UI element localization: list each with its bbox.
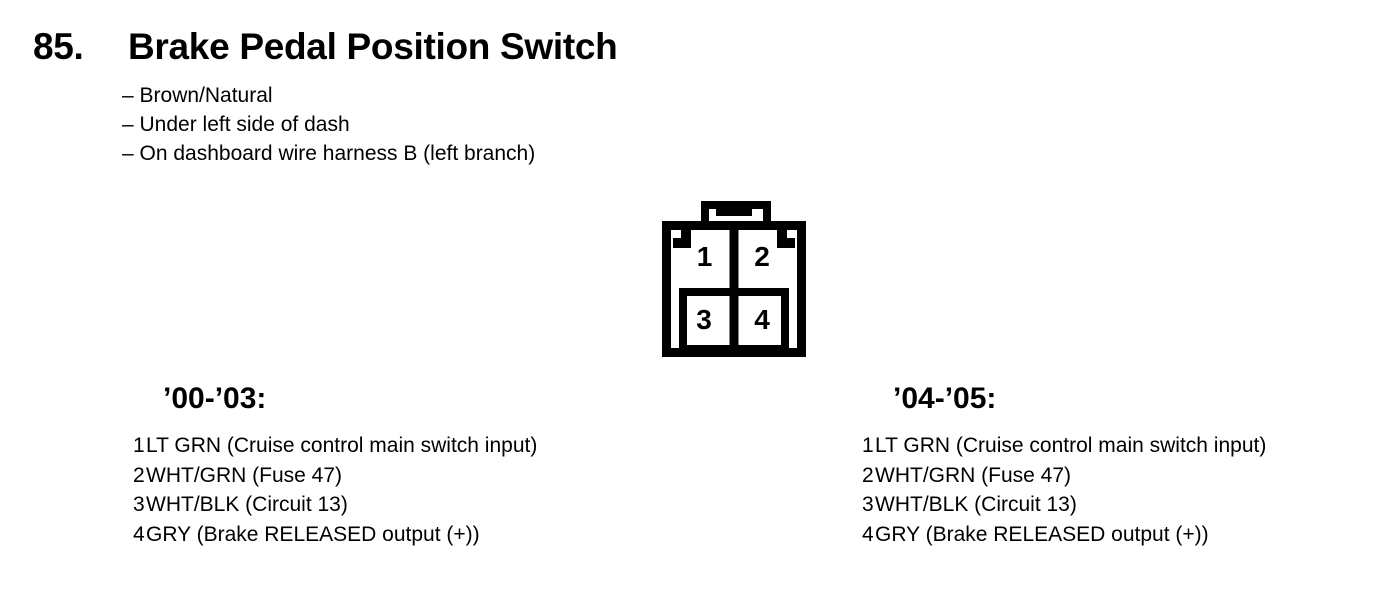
pin-number: 3 <box>133 493 145 516</box>
pinout-header-04-05: ’04-’05: <box>893 382 997 415</box>
pin-label-2: 2 <box>754 241 770 272</box>
pin-row: 4 GRY (Brake RELEASED output (+)) <box>133 520 537 550</box>
pin-row: 2 WHT/GRN (Fuse 47) <box>133 461 537 491</box>
connector-key-left <box>673 226 691 248</box>
pin-row: 4 GRY (Brake RELEASED output (+)) <box>862 520 1266 550</box>
page-title: Brake Pedal Position Switch <box>128 26 618 67</box>
pin-row: 3 WHT/BLK (Circuit 13) <box>862 490 1266 520</box>
pin-description: GRY (Brake RELEASED output (+)) <box>875 522 1209 546</box>
pin-number: 1 <box>133 434 145 457</box>
connector-key-right <box>777 226 795 248</box>
pinout-header-00-03: ’00-’03: <box>163 382 267 415</box>
pin-label-1: 1 <box>697 241 713 272</box>
pin-number: 3 <box>862 493 874 516</box>
pin-description: WHT/BLK (Circuit 13) <box>875 493 1077 516</box>
pin-label-3: 3 <box>696 304 712 335</box>
pin-row: 2 WHT/GRN (Fuse 47) <box>862 461 1266 491</box>
pin-number: 2 <box>862 463 874 487</box>
pin-description: LT GRN (Cruise control main switch input… <box>875 434 1267 457</box>
section-heading: 85. Brake Pedal Position Switch <box>33 27 618 67</box>
notes-list: – Brown/Natural – Under left side of das… <box>122 81 535 168</box>
pin-row: 1 LT GRN (Cruise control main switch inp… <box>862 431 1266 461</box>
pin-description: WHT/GRN (Fuse 47) <box>875 463 1072 487</box>
pinout-list-04-05: 1 LT GRN (Cruise control main switch inp… <box>862 431 1266 549</box>
item-number: 85. <box>33 26 84 67</box>
pin-number: 4 <box>862 522 874 546</box>
pin-number: 4 <box>133 522 145 546</box>
pin-row: 1 LT GRN (Cruise control main switch inp… <box>133 431 537 461</box>
connector-tab-slot <box>716 209 752 216</box>
note-line: – On dashboard wire harness B (left bran… <box>122 142 536 165</box>
pin-description: WHT/GRN (Fuse 47) <box>146 463 343 487</box>
note-line: – Under left side of dash <box>122 113 350 136</box>
pin-number: 1 <box>862 434 874 457</box>
pinout-list-00-03: 1 LT GRN (Cruise control main switch inp… <box>133 431 537 549</box>
pin-number: 2 <box>133 463 145 487</box>
pin-description: LT GRN (Cruise control main switch input… <box>146 434 538 457</box>
connector-4pin-diagram: 1 2 3 4 <box>662 201 806 357</box>
note-line: – Brown/Natural <box>122 84 273 107</box>
pin-description: GRY (Brake RELEASED output (+)) <box>146 522 480 546</box>
pin-label-4: 4 <box>754 304 770 335</box>
pin-description: WHT/BLK (Circuit 13) <box>146 493 348 516</box>
pin-row: 3 WHT/BLK (Circuit 13) <box>133 490 537 520</box>
